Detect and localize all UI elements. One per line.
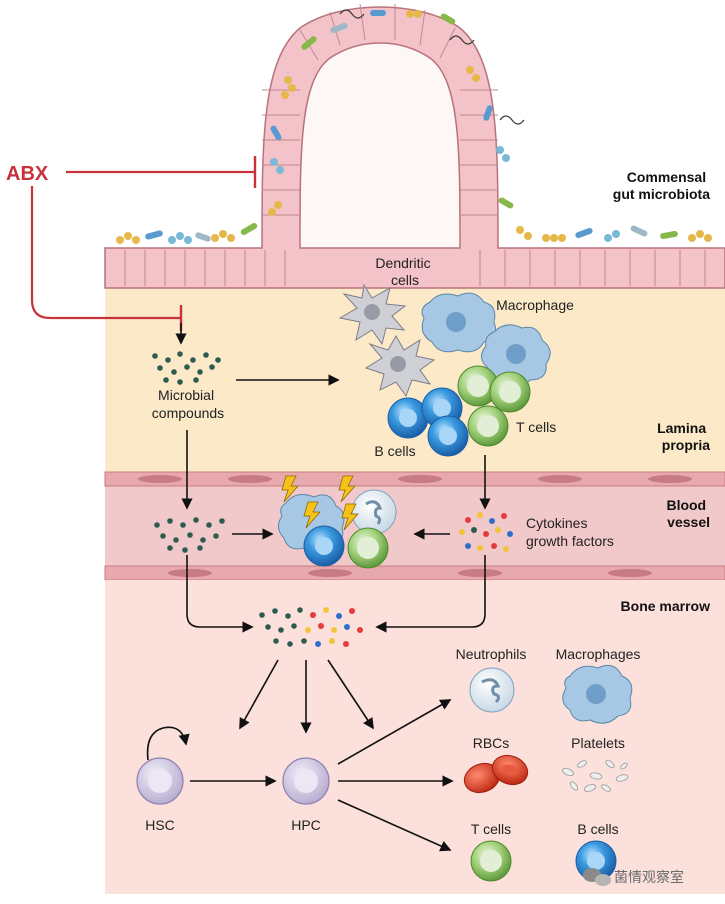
cytokines-label: Cytokines growth factors [526, 515, 614, 549]
flow-arrows [146, 323, 491, 852]
rbcs-label: RBCs [473, 735, 510, 751]
bone-marrow-layer [105, 580, 725, 894]
microbial-compounds-label: Microbial compounds [152, 387, 224, 421]
b-cells-bm-label: B cells [577, 821, 618, 837]
activated-cells-blood [278, 489, 397, 569]
commensal-label: Commensal gut microbiota [613, 169, 710, 202]
cytokine-cluster [459, 512, 513, 552]
platelet-fragments [561, 759, 629, 792]
watermark: 菌情观察室 [583, 868, 684, 886]
macrophage-cells [421, 292, 551, 387]
wechat-icon [583, 868, 611, 886]
bone-marrow-label: Bone marrow [621, 598, 711, 614]
watermark-text: 菌情观察室 [614, 869, 684, 885]
macrophage-bm-cell [562, 664, 633, 724]
t-cells-lamina-label: T cells [516, 419, 556, 435]
platelets-label: Platelets [571, 735, 625, 751]
microbial-compounds-cluster [152, 351, 221, 385]
dendritic-cells-label: Dendritic cells [375, 255, 434, 288]
neutrophil-cell [469, 667, 515, 713]
t-cells-lamina [457, 365, 531, 447]
hsc-cell [136, 757, 184, 805]
gut-epithelium [104, 3, 725, 289]
blood-vessel-label: Blood vessel [666, 497, 710, 530]
neutrophils-label: Neutrophils [456, 646, 527, 662]
rbc-cells [463, 754, 529, 794]
abx-label: ABX [6, 163, 49, 185]
macrophage-label: Macrophage [496, 297, 574, 313]
t-cells-bm-label: T cells [471, 821, 511, 837]
dendritic-cells [338, 283, 436, 398]
b-cells-lamina [387, 387, 469, 457]
b-cells-lamina-label: B cells [374, 443, 415, 459]
macrophages-label: Macrophages [556, 646, 641, 662]
microbiota-bacteria [116, 9, 712, 244]
mixed-signal-cluster [259, 607, 363, 647]
blood-compounds-cluster [154, 517, 225, 553]
blood-vessel-layer [105, 472, 725, 580]
hsc-label: HSC [145, 817, 175, 833]
lamina-propria-label: Lamina propria [657, 420, 710, 453]
hpc-label: HPC [291, 817, 321, 833]
hpc-cell [282, 757, 330, 805]
t-cell-bm [470, 840, 512, 882]
activation-bolt-icon [281, 475, 359, 531]
vessel-wall [104, 471, 725, 581]
